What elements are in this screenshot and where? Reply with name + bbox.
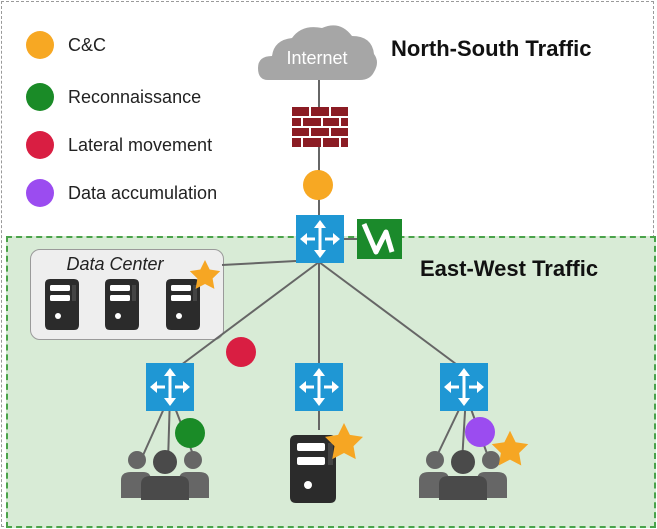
- center-server-icon: [290, 435, 336, 503]
- users-group-right-icon: [419, 450, 507, 500]
- datacenter-server-icon-3: [166, 279, 200, 330]
- legend-dot-reconnaissance: [26, 83, 54, 111]
- legend-dot-data-accumulation: [26, 179, 54, 207]
- legend-item-lateral-movement: Lateral movement: [26, 130, 212, 160]
- legend-dot-lateral-movement: [26, 131, 54, 159]
- legend-dot-cc: [26, 31, 54, 59]
- sensor-logo-icon: [357, 219, 402, 259]
- access-switch-center-icon: [295, 363, 343, 411]
- east-west-title: East-West Traffic: [420, 256, 599, 281]
- datacenter-label: Data Center: [66, 254, 164, 274]
- reconnaissance-dot: [175, 418, 205, 448]
- legend-item-data-accumulation: Data accumulation: [26, 178, 217, 208]
- legend-label-cc: C&C: [68, 34, 107, 55]
- core-switch-icon: [296, 215, 344, 263]
- cc-indicator-dot: [303, 170, 333, 200]
- cloud-icon: [258, 25, 377, 80]
- lateral-movement-dot: [226, 337, 256, 367]
- users-group-left-icon: [121, 450, 209, 500]
- cloud-label: Internet: [286, 48, 347, 68]
- access-switch-right-icon: [440, 363, 488, 411]
- legend-item-reconnaissance: Reconnaissance: [26, 82, 201, 112]
- legend-label-reconnaissance: Reconnaissance: [68, 86, 202, 107]
- legend-label-lateral-movement: Lateral movement: [68, 134, 213, 155]
- legend-item-cc: C&C: [26, 30, 106, 60]
- north-south-title: North-South Traffic: [391, 36, 592, 61]
- data-accumulation-dot: [465, 417, 495, 447]
- datacenter-server-icon-2: [105, 279, 139, 330]
- datacenter-server-icon-1: [45, 279, 79, 330]
- legend-label-data-accumulation: Data accumulation: [68, 182, 218, 203]
- access-switch-left-icon: [146, 363, 194, 411]
- firewall-icon: [292, 107, 348, 147]
